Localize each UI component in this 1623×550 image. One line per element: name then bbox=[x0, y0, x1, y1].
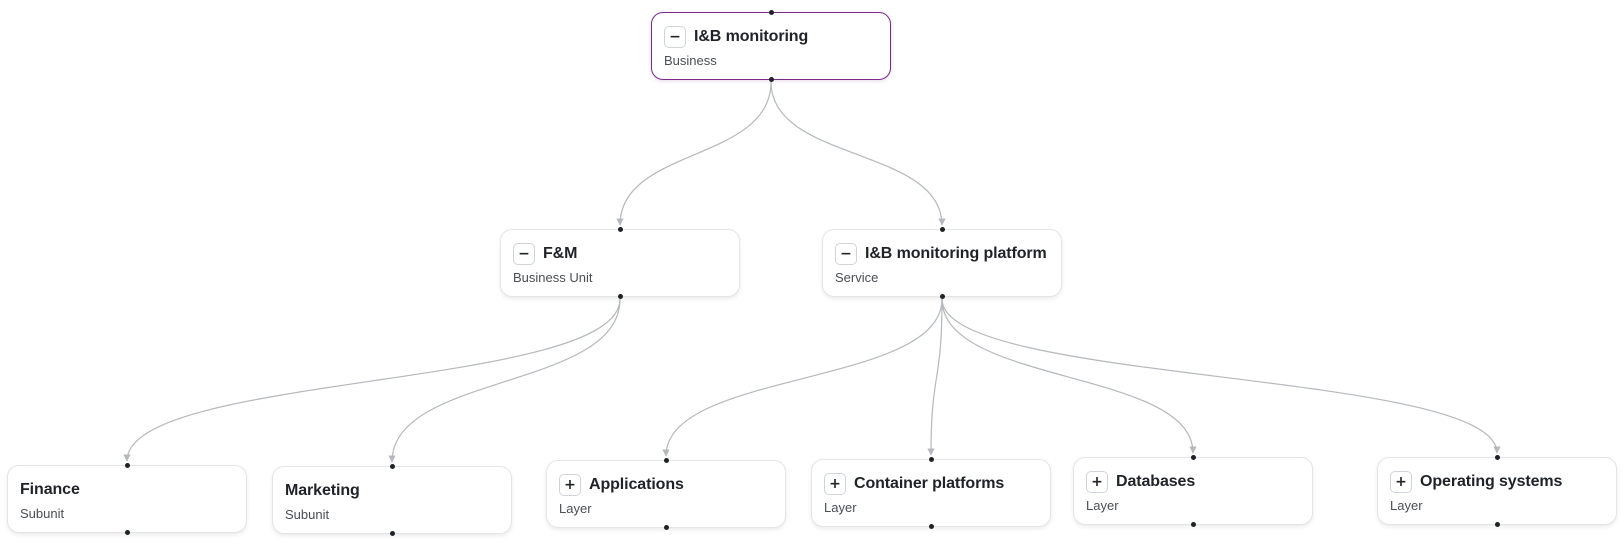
edge-platform-containers[interactable] bbox=[927, 298, 943, 456]
collapse-toggle-icon[interactable]: − bbox=[513, 243, 535, 265]
node-title: Finance bbox=[20, 481, 80, 498]
expand-toggle-icon[interactable]: + bbox=[559, 474, 581, 496]
node-type: Subunit bbox=[285, 507, 330, 522]
edge-root-platform[interactable] bbox=[770, 81, 946, 226]
output-port[interactable] bbox=[939, 294, 945, 299]
node-operating-systems[interactable]: + Operating systems Layer bbox=[1377, 455, 1617, 527]
edge-fm-marketing[interactable] bbox=[388, 298, 621, 463]
output-port[interactable] bbox=[1494, 522, 1500, 527]
output-port[interactable] bbox=[928, 524, 934, 529]
node-finance[interactable]: Finance Subunit bbox=[7, 463, 247, 535]
node-title: Applications bbox=[589, 476, 684, 493]
node-type: Layer bbox=[559, 501, 592, 516]
output-port[interactable] bbox=[768, 77, 774, 82]
node-type: Subunit bbox=[20, 506, 65, 521]
node-title: Container platforms bbox=[854, 475, 1005, 492]
edge-fm-finance[interactable] bbox=[123, 298, 621, 462]
input-port[interactable] bbox=[389, 464, 395, 469]
node-type: Service bbox=[835, 270, 879, 285]
input-port[interactable] bbox=[768, 10, 774, 15]
node-applications[interactable]: + Applications Layer bbox=[546, 458, 786, 530]
edge-root-fm[interactable] bbox=[616, 81, 772, 226]
node-title: Marketing bbox=[285, 482, 360, 499]
collapse-toggle-icon[interactable]: − bbox=[664, 26, 686, 48]
node-title: F&M bbox=[543, 245, 578, 262]
node-databases[interactable]: + Databases Layer bbox=[1073, 455, 1313, 527]
node-f-m[interactable]: − F&M Business Unit bbox=[500, 227, 740, 299]
node-i-b-monitoring-platform[interactable]: − I&B monitoring platform Service bbox=[822, 227, 1062, 299]
input-port[interactable] bbox=[928, 457, 934, 462]
input-port[interactable] bbox=[1190, 455, 1196, 460]
output-port[interactable] bbox=[663, 525, 669, 530]
node-container-platforms[interactable]: + Container platforms Layer bbox=[811, 457, 1051, 529]
output-port[interactable] bbox=[1190, 522, 1196, 527]
node-type: Layer bbox=[824, 500, 857, 515]
collapse-toggle-icon[interactable]: − bbox=[835, 243, 857, 265]
node-title: I&B monitoring bbox=[694, 28, 809, 45]
edge-platform-os[interactable] bbox=[941, 298, 1501, 454]
input-port[interactable] bbox=[124, 463, 130, 468]
input-port[interactable] bbox=[939, 227, 945, 232]
output-port[interactable] bbox=[124, 530, 130, 535]
expand-toggle-icon[interactable]: + bbox=[1086, 471, 1108, 493]
output-port[interactable] bbox=[389, 531, 395, 536]
node-type: Business bbox=[664, 53, 717, 68]
node-type: Layer bbox=[1390, 498, 1423, 513]
node-marketing[interactable]: Marketing Subunit bbox=[272, 464, 512, 536]
node-title: Databases bbox=[1116, 473, 1196, 490]
input-port[interactable] bbox=[663, 458, 669, 463]
node-type: Business Unit bbox=[513, 270, 593, 285]
input-port[interactable] bbox=[617, 227, 623, 232]
node-type: Layer bbox=[1086, 498, 1119, 513]
output-port[interactable] bbox=[617, 294, 623, 299]
edge-platform-applications[interactable] bbox=[662, 298, 943, 457]
edge-platform-databases[interactable] bbox=[941, 298, 1197, 454]
node-i-b-monitoring[interactable]: − I&B monitoring Business bbox=[651, 10, 891, 82]
expand-toggle-icon[interactable]: + bbox=[824, 473, 846, 495]
input-port[interactable] bbox=[1494, 455, 1500, 460]
node-title: Operating systems bbox=[1420, 473, 1563, 490]
expand-toggle-icon[interactable]: + bbox=[1390, 471, 1412, 493]
node-title: I&B monitoring platform bbox=[865, 245, 1047, 262]
